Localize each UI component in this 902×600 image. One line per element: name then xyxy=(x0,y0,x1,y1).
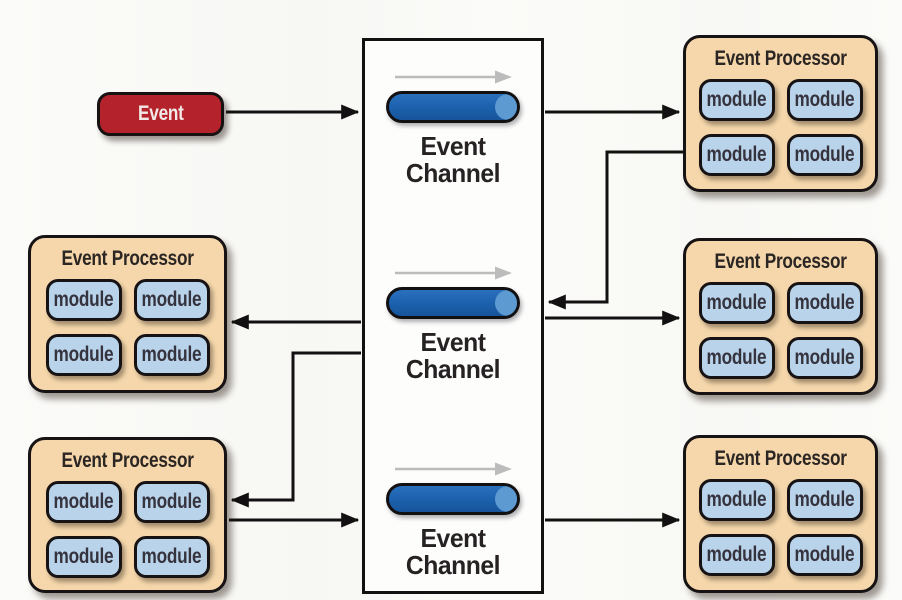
module-box: module xyxy=(698,134,775,176)
event-channel-3: Event Channel xyxy=(365,461,541,579)
event-processor-right-bottom: Event Processor module module module mod… xyxy=(683,435,878,593)
event-processor-right-middle: Event Processor module module module mod… xyxy=(683,238,878,395)
module-box: module xyxy=(786,134,863,176)
event-source-box: Event xyxy=(97,92,224,136)
module-grid: module module module module xyxy=(698,479,863,576)
module-grid: module module module module xyxy=(698,79,863,176)
module-box: module xyxy=(698,534,775,576)
processor-title: Event Processor xyxy=(61,247,194,270)
processor-title: Event Processor xyxy=(61,449,194,472)
module-box: module xyxy=(698,479,775,521)
channel-label: Event Channel xyxy=(405,523,501,580)
connector-channel2-to-processor-left-bottom xyxy=(230,351,361,508)
module-box: module xyxy=(45,536,122,578)
module-box: module xyxy=(133,279,210,321)
flow-arrow-icon xyxy=(395,70,512,84)
event-processor-left-middle: Event Processor module module module mod… xyxy=(28,235,227,393)
module-box: module xyxy=(786,337,863,379)
event-channel-1: Event Channel xyxy=(365,69,541,187)
module-box: module xyxy=(786,534,863,576)
module-box: module xyxy=(133,334,210,376)
connector-processor-right-top-to-channel2 xyxy=(547,150,683,310)
module-box: module xyxy=(698,337,775,379)
module-box: module xyxy=(45,481,122,523)
module-box: module xyxy=(786,479,863,521)
module-grid: module module module module xyxy=(698,282,863,379)
channel-label: Event Channel xyxy=(405,327,501,384)
module-grid: module module module module xyxy=(45,279,210,376)
processor-title: Event Processor xyxy=(714,250,847,273)
event-queue-pill xyxy=(386,287,520,319)
event-queue-pill xyxy=(386,483,520,515)
event-channel-container: Event Channel Event Channel Event Channe… xyxy=(362,38,544,594)
event-processor-right-top: Event Processor module module module mod… xyxy=(683,35,878,192)
processor-title: Event Processor xyxy=(714,447,847,470)
module-box: module xyxy=(133,481,210,523)
event-queue-pill xyxy=(386,91,520,123)
channel-label: Event Channel xyxy=(405,131,501,188)
module-box: module xyxy=(786,282,863,324)
flow-arrow-icon xyxy=(395,462,512,476)
event-channel-2: Event Channel xyxy=(365,265,541,383)
module-box: module xyxy=(786,79,863,121)
module-box: module xyxy=(698,282,775,324)
module-grid: module module module module xyxy=(45,481,210,578)
event-source-label: Event xyxy=(137,102,184,125)
processor-title: Event Processor xyxy=(714,47,847,70)
flow-arrow-icon xyxy=(395,266,512,280)
module-box: module xyxy=(45,279,122,321)
event-processor-left-bottom: Event Processor module module module mod… xyxy=(28,437,227,593)
module-box: module xyxy=(698,79,775,121)
module-box: module xyxy=(45,334,122,376)
module-box: module xyxy=(133,536,210,578)
